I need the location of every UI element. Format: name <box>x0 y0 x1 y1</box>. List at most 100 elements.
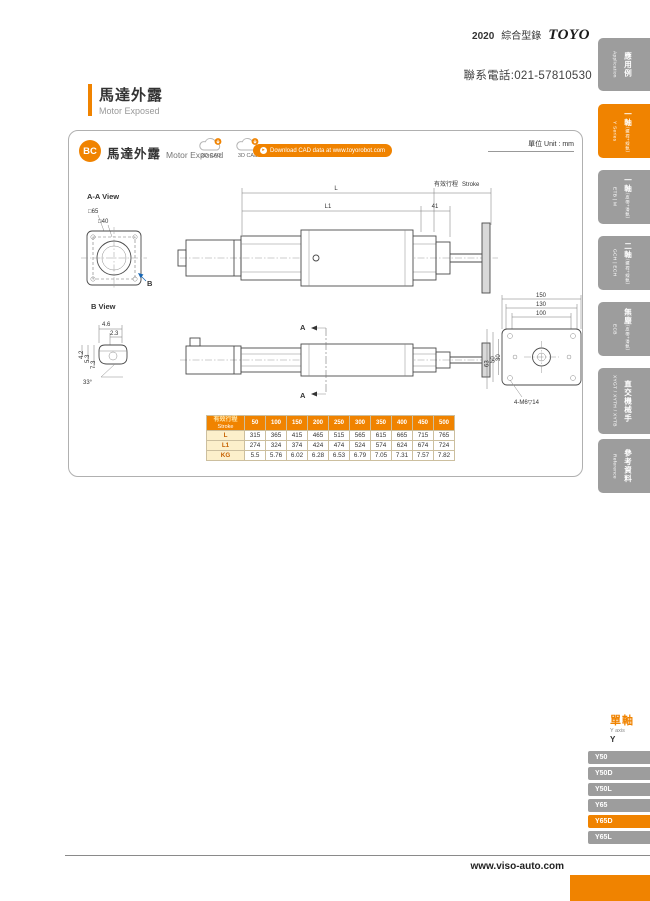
cad-3d-download[interactable]: 3D CAD <box>234 137 262 159</box>
sidebar-item-ecb[interactable]: ECB 無塵(皮帶+滑軌) <box>598 302 650 356</box>
download-arrow-icon: ▸ <box>260 147 267 154</box>
carriage-side <box>300 343 414 377</box>
aa-view-drawing: A-A View □65 □40 B <box>81 192 153 289</box>
table-cell: 315 <box>244 430 266 441</box>
dim-4-6: 4.6 <box>102 322 111 328</box>
table-header-stroke-zh: 有效行程 <box>213 416 238 423</box>
motor-block-side <box>185 337 242 375</box>
tab-label-zh: 一軸 <box>623 175 633 193</box>
axis-title-zh: 單軸 <box>610 715 634 727</box>
axis-tab-y50l[interactable]: Y50L <box>588 783 650 796</box>
table-col-header: 250 <box>328 415 350 431</box>
axis-title: 單軸 Y axis Y <box>588 712 650 744</box>
cloud-2d-icon <box>199 137 222 151</box>
plan-view-drawing: L 有效行程 Stroke L1 41 <box>177 180 498 294</box>
axis-nav: 單軸 Y axis Y Y50 Y50D Y50L Y65 Y65D Y65L <box>588 712 650 847</box>
tab-label-en: ECB <box>611 323 617 335</box>
end-view-drawing: 150 130 100 63 50 30 <box>485 293 582 406</box>
toyo-logo: TOYO <box>548 27 590 43</box>
table-cell: 6.28 <box>307 450 329 461</box>
tab-label-en: ETB | M <box>611 187 617 207</box>
table-cell: 724 <box>433 440 455 451</box>
stroke-dimension-table: 有效行程 Stroke 50 100 150 200 250 300 350 4… <box>206 415 455 461</box>
table-cell: 6.02 <box>286 450 308 461</box>
brand-line: 2020 綜合型錄 TOYO <box>472 27 590 44</box>
corner-accent <box>570 875 650 901</box>
table-col-header: 500 <box>433 415 455 431</box>
table-cell: 365 <box>265 430 287 441</box>
tab-label-zh: 應用例 <box>623 51 633 78</box>
table-col-header: 300 <box>349 415 371 431</box>
dim-63: 63 <box>485 360 491 367</box>
dim-L: L <box>334 186 338 192</box>
axis-tab-y50[interactable]: Y50 <box>588 751 650 764</box>
tab-label-en: GCH | ECH <box>611 249 617 277</box>
sidebar-item-y-series[interactable]: Y Series 一軸(螺桿+線軌) <box>598 104 650 158</box>
tab-label-en: Application <box>611 51 617 78</box>
cloud-3d-icon <box>236 137 259 151</box>
footer-divider <box>65 855 650 856</box>
table-col-header: 450 <box>412 415 434 431</box>
table-cell: 6.53 <box>328 450 350 461</box>
tab-label-zh: 參考資料 <box>623 449 633 483</box>
table-col-header: 100 <box>265 415 287 431</box>
stroke-label-zh: 有效行程 <box>434 180 458 188</box>
table-cell: 6.79 <box>349 450 371 461</box>
b-view-drawing: B View 4.6 2.3 4.2 5.3 7.3 33° <box>79 302 128 386</box>
tab-label-en: XYGT / XYTH / XYTB <box>611 375 617 427</box>
table-cell: 7.57 <box>412 450 434 461</box>
sidebar-item-xy-robots[interactable]: XYGT / XYTH / XYTB 直交機械手 <box>598 368 650 434</box>
row-label: L <box>206 430 245 441</box>
download-cad-pill[interactable]: ▸ Download CAD data at www.toyorobot.com <box>253 144 393 157</box>
table-cell: 7.05 <box>370 450 392 461</box>
axis-tab-y50d[interactable]: Y50D <box>588 767 650 780</box>
stroke-label-en: Stroke <box>462 182 480 188</box>
sidebar-item-application[interactable]: Application 應用例 <box>598 38 650 91</box>
section-a-top: A <box>300 323 306 332</box>
dim-4-2: 4.2 <box>79 350 85 359</box>
table-cell: 624 <box>391 440 413 451</box>
note-4-m6: 4-M6▽14 <box>514 400 540 406</box>
table-cell: 5.5 <box>244 450 266 461</box>
axis-title-en: Y axis <box>610 728 625 734</box>
b-ref-label: B <box>147 279 153 288</box>
row-label: L1 <box>206 440 245 451</box>
page-title-en: Motor Exposed <box>99 106 160 116</box>
table-cell: 7.31 <box>391 450 413 461</box>
tab-label-sub: (螺桿+線軌) <box>625 126 631 153</box>
catalog-year: 2020 <box>472 31 495 42</box>
table-cell: 7.82 <box>433 450 455 461</box>
table-cell: 574 <box>370 440 392 451</box>
website-link[interactable]: www.viso-auto.com <box>470 861 564 872</box>
catalog-sidebar: Application 應用例 Y Series 一軸(螺桿+線軌) ETB |… <box>598 38 650 493</box>
bc-badge: BC <box>79 140 101 162</box>
axis-tab-y65l[interactable]: Y65L <box>588 831 650 844</box>
table-cell: 565 <box>349 430 371 441</box>
cad-2d-download[interactable]: 2D CAD <box>197 137 225 159</box>
dim-square-40: □40 <box>98 219 109 225</box>
table-cell: 274 <box>244 440 266 451</box>
table-cell: 665 <box>391 430 413 441</box>
dim-150: 150 <box>536 293 547 299</box>
axis-tab-y65[interactable]: Y65 <box>588 799 650 812</box>
table-cell: 415 <box>286 430 308 441</box>
tab-label-zh: 二軸 <box>623 241 633 259</box>
table-cell: 674 <box>412 440 434 451</box>
carriage-plan <box>300 229 414 287</box>
dim-square-65: □65 <box>88 209 99 215</box>
sidebar-item-etb-m[interactable]: ETB | M 一軸(皮帶+滑軌) <box>598 170 650 224</box>
page-title: 馬達外露 Motor Exposed <box>88 84 163 116</box>
b-view-label: B View <box>91 302 116 311</box>
table-cell: 515 <box>328 430 350 441</box>
table-cell: 5.76 <box>265 450 287 461</box>
sidebar-item-reference[interactable]: Reference 參考資料 <box>598 439 650 493</box>
tab-label-sub: (螺桿+線軌) <box>625 258 631 285</box>
cad-2d-label: 2D CAD <box>200 153 222 159</box>
section-title-zh: 馬達外露 <box>107 147 162 161</box>
axis-tab-y65d[interactable]: Y65D <box>588 815 650 828</box>
dim-L1: L1 <box>325 204 332 210</box>
product-section: BC 馬達外露 Motor Exposed 2D CAD 3D C <box>68 130 583 477</box>
sidebar-item-gch-ech[interactable]: GCH | ECH 二軸(螺桿+線軌) <box>598 236 650 290</box>
dim-7-3: 7.3 <box>91 360 97 369</box>
